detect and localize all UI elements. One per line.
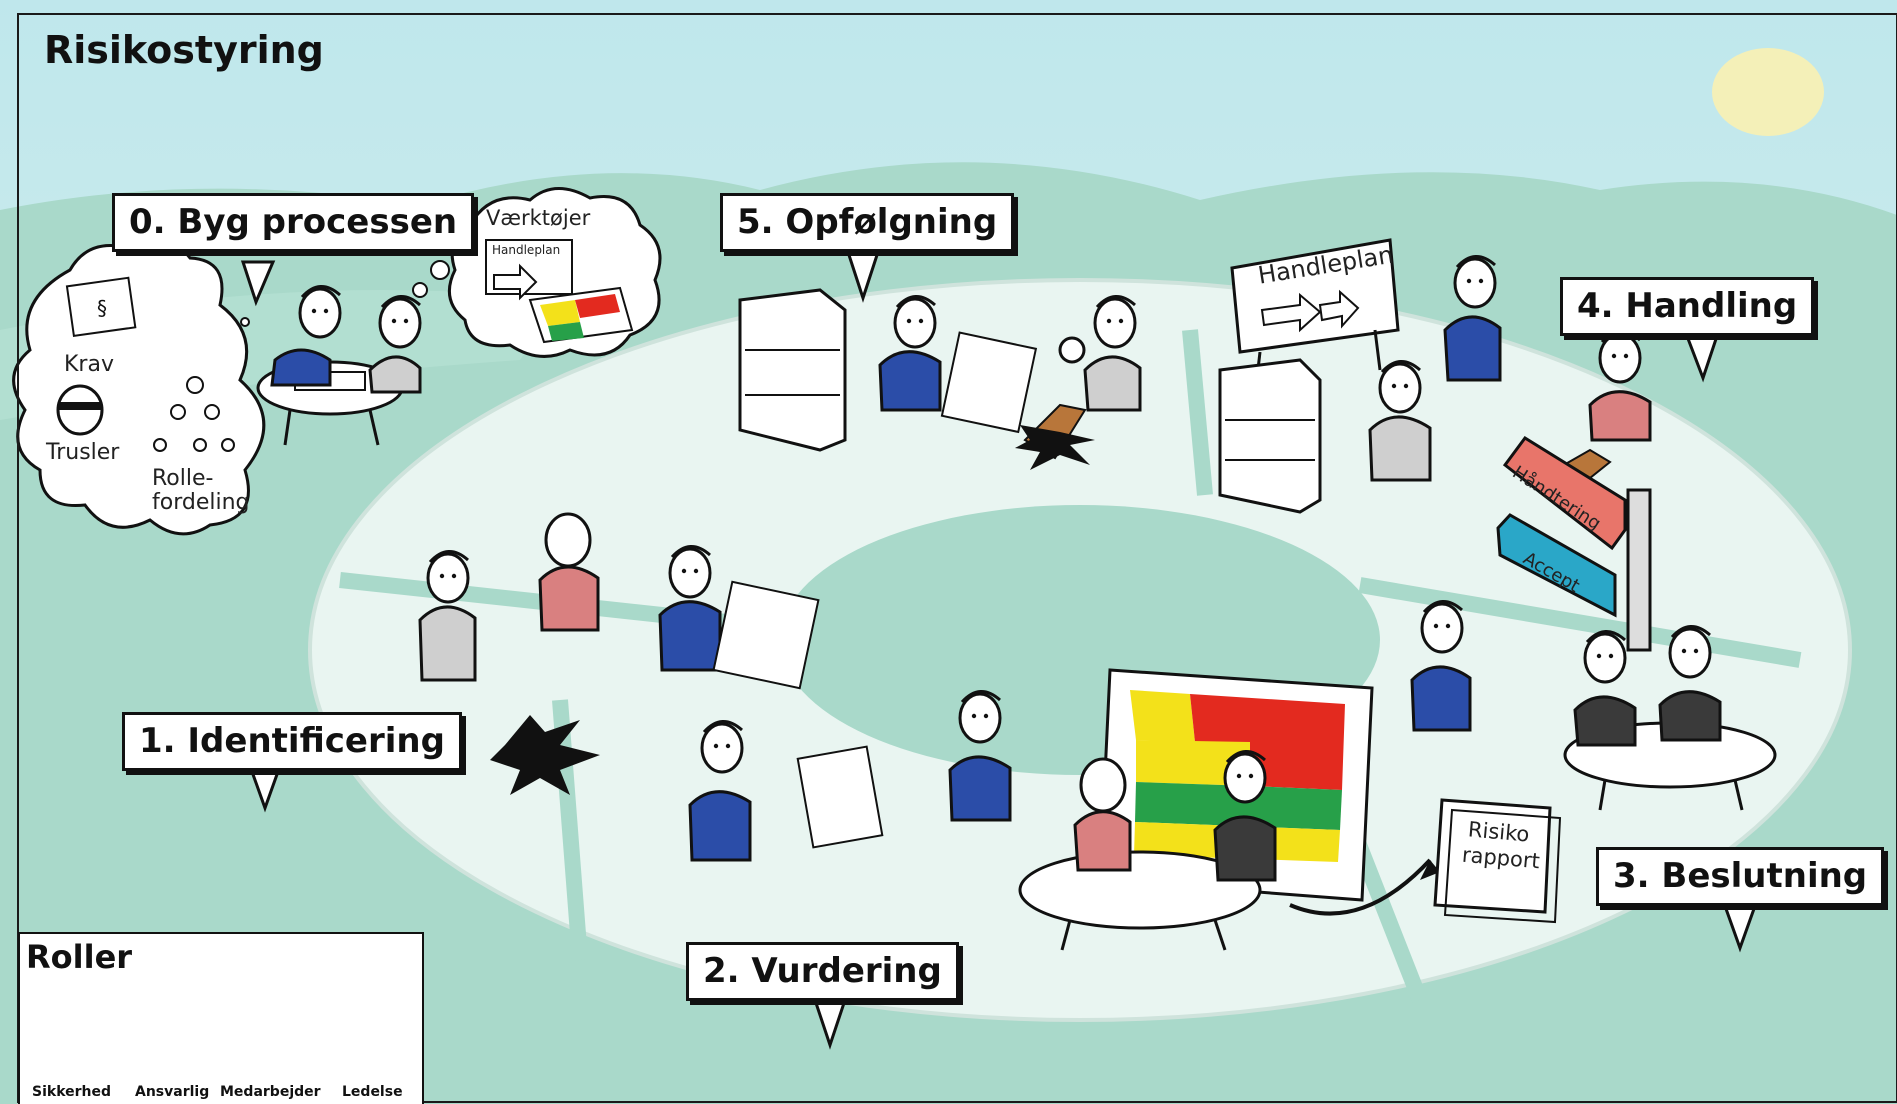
sign-accept (1496, 513, 1617, 618)
followup-scene (738, 288, 1142, 470)
identification-scene (418, 512, 820, 795)
sun (1712, 48, 1824, 136)
decision-signpost (1496, 435, 1652, 652)
sign-handtering (1502, 435, 1627, 551)
roles-title: Roller (26, 938, 133, 976)
page-title: Risikostyring (44, 28, 324, 72)
svg-text:§: § (97, 296, 107, 320)
step-3-decision: 3. Beslutning (1596, 847, 1885, 906)
planning-table-scene (191, 260, 450, 446)
bubble-fordeling: fordeling (152, 490, 250, 515)
bubble-rolle: Rolle- (152, 466, 214, 491)
label-pointers (240, 250, 1758, 1050)
step-5-followup: 5. Opfølgning (720, 193, 1015, 252)
role-sikkerhed: Sikkerhed (32, 1084, 112, 1100)
step-0-build-process: 0. Byg processen (112, 193, 475, 252)
bubble-krav: Krav (64, 352, 114, 377)
decision-scene (1410, 599, 1777, 924)
step-2-assessment: 2. Vurdering (686, 942, 959, 1001)
assessment-scene (688, 668, 1440, 951)
role-ledelse: Ledelse (342, 1084, 403, 1100)
roles-legend: Roller Sikkerhed Ansvarlig Medarbejder L… (18, 932, 424, 1104)
role-ansvarlig: Ansvarlig (135, 1084, 210, 1100)
step-4-action: 4. Handling (1560, 277, 1815, 336)
action-scene (1218, 238, 1652, 514)
bubble-tools: Værktøjer (486, 206, 591, 230)
bubble-plan: Handleplan (492, 243, 561, 257)
bubble-trusler: Trusler (46, 440, 120, 465)
role-medarbejder: Medarbejder (220, 1084, 321, 1100)
step-1-identification: 1. Identificering (122, 712, 462, 771)
